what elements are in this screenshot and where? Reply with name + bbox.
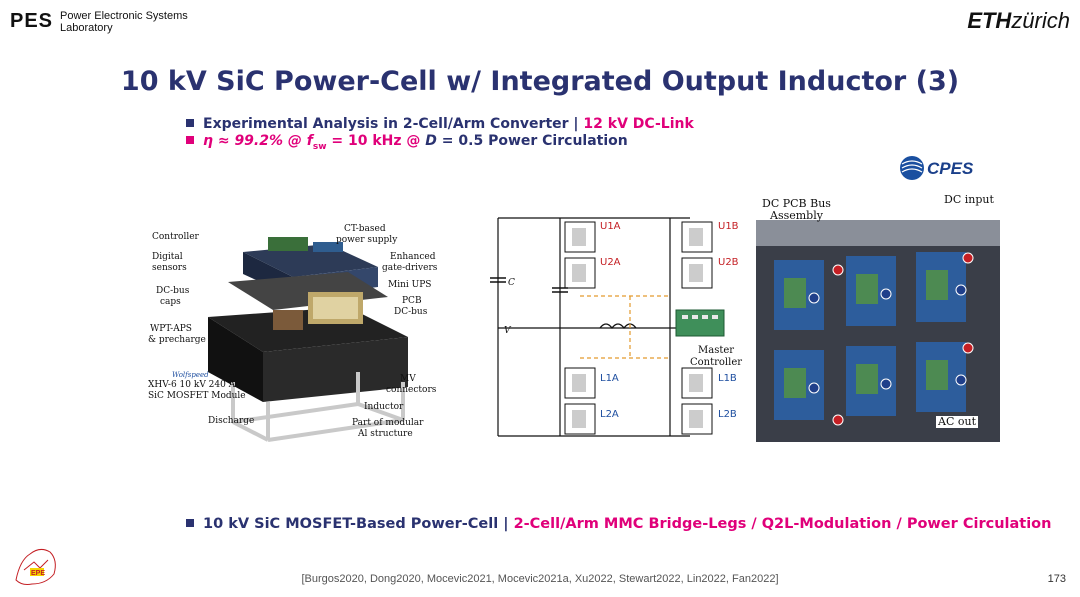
label-vdc: V bbox=[504, 326, 511, 336]
label-pcb-2: DC-bus bbox=[394, 307, 428, 317]
fsw-value: = 10 kHz @ bbox=[326, 133, 426, 149]
label-mv-2: connectors bbox=[386, 385, 437, 395]
power-cell-photo: Controller CT-based power supply Digital… bbox=[148, 222, 448, 452]
pes-logo-text: Power Electronic Systems Laboratory bbox=[60, 10, 188, 34]
label-inductor: Inductor bbox=[364, 402, 404, 412]
label-ct-power: CT-based bbox=[344, 224, 386, 234]
label-l1b: L1B bbox=[718, 373, 737, 384]
label-dcbus-2: caps bbox=[160, 297, 181, 307]
eth-logo-rest: zürich bbox=[1011, 8, 1070, 33]
label-l1a: L1A bbox=[600, 373, 619, 384]
references: [Burgos2020, Dong2020, Mocevic2021, Moce… bbox=[301, 573, 779, 585]
label-master-2: Controller bbox=[690, 357, 743, 368]
bullet-experimental: Experimental Analysis in 2-Cell/Arm Conv… bbox=[186, 116, 694, 132]
label-mv: MV bbox=[400, 374, 416, 384]
label-xhv: XHV-6 10 kV 240 A bbox=[148, 380, 236, 390]
label-xhv-2: SiC MOSFET Module bbox=[148, 391, 246, 401]
duty-symbol: D bbox=[425, 133, 437, 149]
label-wpt: WPT-APS bbox=[150, 324, 192, 334]
eth-zurich-logo: ETHzürich bbox=[967, 8, 1070, 34]
label-ct-power-2: power supply bbox=[336, 235, 398, 245]
bottom-summary: 10 kV SiC MOSFET-Based Power-Cell | 2-Ce… bbox=[186, 516, 1051, 532]
bullet-square-icon bbox=[186, 136, 194, 144]
cpes-logo: CPES bbox=[900, 156, 974, 180]
label-enhanced: Enhanced bbox=[390, 252, 436, 262]
bullet-text: Experimental Analysis in 2-Cell/Arm Conv… bbox=[203, 116, 584, 132]
eth-logo-bold: ETH bbox=[967, 8, 1012, 33]
efficiency-value: η ≈ 99.2% @ bbox=[203, 133, 307, 149]
label-dcbus: DC-bus bbox=[156, 286, 190, 296]
page-number: 173 bbox=[1047, 573, 1066, 585]
label-u1a: U1A bbox=[600, 221, 621, 232]
label-digital-2: sensors bbox=[152, 263, 187, 273]
label-dc-pcb: DC PCB Bus bbox=[762, 197, 831, 210]
bullet-efficiency: η ≈ 99.2% @ fsw = 10 kHz @ D = 0.5 Power… bbox=[186, 133, 628, 152]
label-discharge: Discharge bbox=[208, 416, 255, 426]
bottom-summary-main: 10 kV SiC MOSFET-Based Power-Cell | bbox=[203, 516, 514, 532]
label-u2a: U2A bbox=[600, 257, 621, 268]
bottom-summary-highlight: 2-Cell/Arm MMC Bridge-Legs / Q2L-Modulat… bbox=[513, 516, 1052, 532]
label-l2b: L2B bbox=[718, 409, 737, 420]
bullet-square-icon bbox=[186, 519, 194, 527]
mmc-circuit-schematic: U1A U2A U1B U2B L1A L2A L1B L2B C V Mast… bbox=[490, 198, 750, 448]
label-u1b: U1B bbox=[718, 221, 739, 232]
pes-logo-mark: PES bbox=[10, 10, 54, 32]
label-mini-ups: Mini UPS bbox=[388, 280, 432, 290]
label-modular-2: Al structure bbox=[358, 429, 413, 439]
label-dc-input: DC input bbox=[944, 193, 994, 206]
fsw-subscript: sw bbox=[312, 141, 327, 152]
pes-logo-line2: Laboratory bbox=[60, 22, 113, 34]
hardware-photo: DC PCB Bus Assembly DC input AC out bbox=[756, 190, 1006, 444]
label-wpt-2: & precharge bbox=[148, 335, 206, 345]
label-master: Master bbox=[698, 345, 735, 356]
label-wolfspeed: Wolfspeed bbox=[172, 371, 209, 379]
label-pcb: PCB bbox=[402, 296, 422, 306]
hardware-illustration bbox=[756, 220, 1000, 442]
label-enhanced-2: gate-drivers bbox=[382, 263, 438, 273]
power-cell-illustration bbox=[208, 237, 408, 442]
duty-value: = 0.5 Power Circulation bbox=[436, 133, 628, 149]
label-cdc: C bbox=[508, 278, 515, 288]
circuit-diagram bbox=[490, 217, 725, 437]
epe-logo: EPE bbox=[15, 548, 56, 585]
fsw-symbol: f bbox=[306, 133, 313, 149]
label-u2b: U2B bbox=[718, 257, 739, 268]
cpes-logo-text: CPES bbox=[927, 159, 974, 178]
pes-logo-line1: Power Electronic Systems bbox=[60, 10, 188, 22]
label-ac-out: AC out bbox=[936, 415, 978, 428]
label-modular: Part of modular bbox=[352, 418, 424, 428]
label-controller: Controller bbox=[152, 232, 199, 242]
pes-logo: PES Power Electronic Systems Laboratory bbox=[10, 8, 250, 38]
svg-text:EPE: EPE bbox=[31, 570, 45, 577]
slide-title: 10 kV SiC Power-Cell w/ Integrated Outpu… bbox=[120, 66, 960, 97]
label-l2a: L2A bbox=[600, 409, 619, 420]
bullet-square-icon bbox=[186, 119, 194, 127]
bullet-highlight: 12 kV DC-Link bbox=[583, 116, 694, 132]
label-digital: Digital bbox=[152, 252, 183, 262]
label-dc-pcb-2: Assembly bbox=[770, 209, 823, 222]
